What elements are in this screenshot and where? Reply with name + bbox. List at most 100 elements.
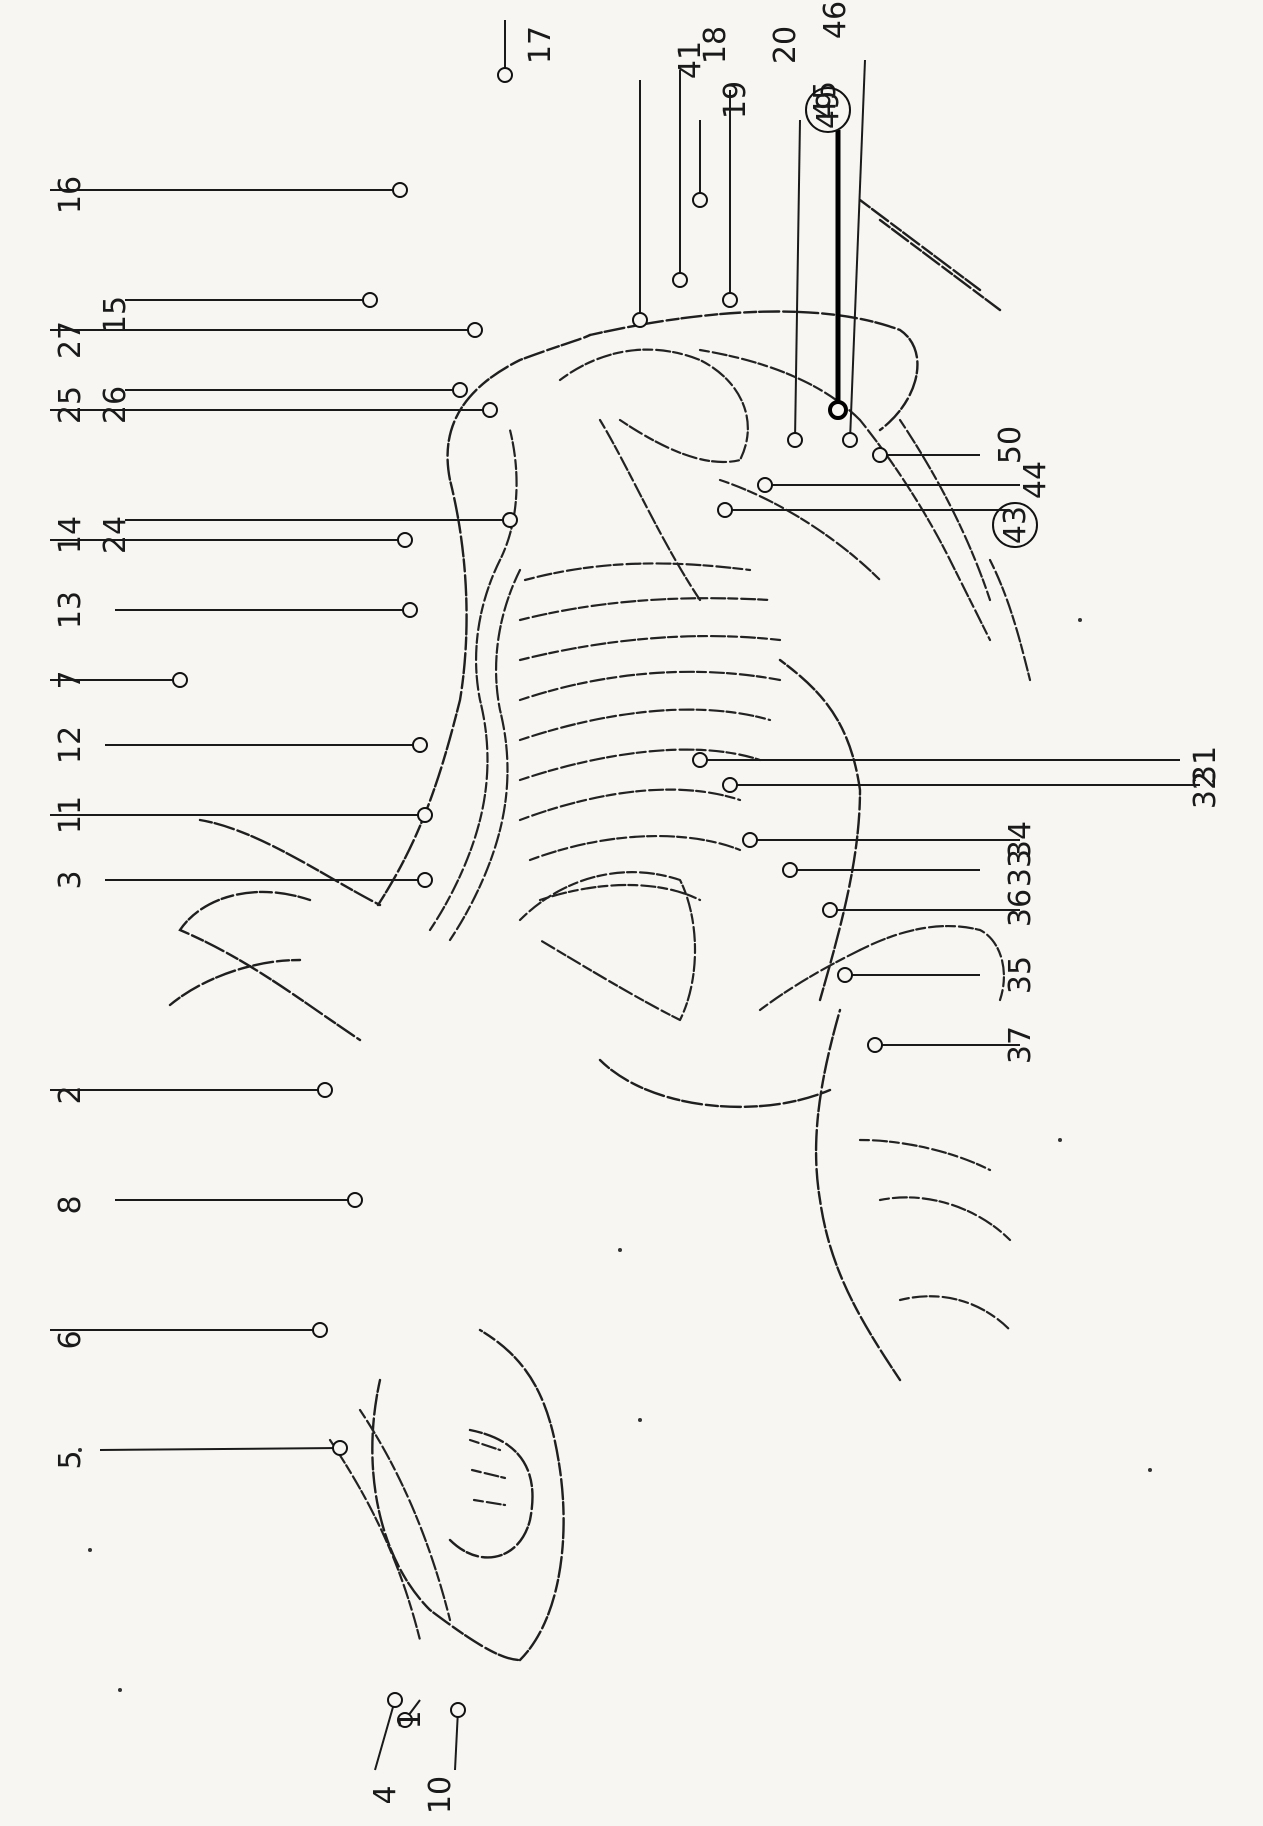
acupoint-marker-18	[673, 273, 687, 287]
acupoint-marker-32	[723, 778, 737, 792]
point-label-13: 13	[53, 591, 88, 629]
leader-line-45	[795, 120, 800, 440]
point-label-26: 26	[98, 386, 133, 424]
acupoint-marker-26	[453, 383, 467, 397]
acupoint-marker-44	[758, 478, 772, 492]
acupoint-marker-45	[788, 433, 802, 447]
acupoint-marker-46	[843, 433, 857, 447]
acupoint-marker-36	[823, 903, 837, 917]
point-label-text-37: 37	[1003, 1026, 1038, 1064]
point-label-text-27: 27	[53, 321, 88, 359]
horse-body-outline	[378, 311, 917, 1380]
point-label-1: 1	[393, 1710, 428, 1729]
point-label-text-4: 4	[368, 1785, 403, 1804]
point-label-44: 44	[1018, 461, 1053, 499]
point-label-text-46: 46	[818, 1, 853, 39]
point-label-36: 36	[1003, 889, 1038, 927]
point-label-10: 10	[423, 1776, 458, 1814]
point-label-text-35: 35	[1003, 956, 1038, 994]
acupoint-marker-17	[498, 68, 512, 82]
point-label-17: 17	[523, 26, 558, 64]
point-label-text-6: 6	[53, 1330, 88, 1349]
point-label-15: 15	[98, 296, 133, 334]
leader-line-4	[375, 1700, 395, 1770]
point-label-24: 24	[98, 516, 133, 554]
point-label-text-26: 26	[98, 386, 133, 424]
point-label-text-32: 32	[1188, 771, 1223, 809]
point-label-33: 33	[1003, 849, 1038, 887]
point-label-text-43: 43	[998, 506, 1033, 544]
point-label-20: 20	[768, 26, 803, 64]
acupoint-marker-8	[348, 1193, 362, 1207]
point-label-5: 5	[53, 1450, 88, 1469]
point-label-text-18: 18	[698, 26, 733, 64]
acupoint-marker-37	[868, 1038, 882, 1052]
acupoint-marker-35	[838, 968, 852, 982]
acupoint-marker-10	[451, 1703, 465, 1717]
point-label-46: 46	[818, 1, 853, 39]
point-label-text-10: 10	[423, 1776, 458, 1814]
acupoint-marker-34	[743, 833, 757, 847]
print-specks	[78, 618, 1152, 1692]
acupoint-marker-27	[468, 323, 482, 337]
point-label-43: 43	[993, 503, 1037, 547]
point-label-35: 35	[1003, 956, 1038, 994]
point-label-16: 16	[53, 176, 88, 214]
point-label-6: 6	[53, 1330, 88, 1349]
point-label-text-17: 17	[523, 26, 558, 64]
leader-line-10	[455, 1710, 458, 1770]
acupoint-marker-15	[363, 293, 377, 307]
acupoint-marker-16	[393, 183, 407, 197]
front-leg-bones	[760, 926, 1010, 1330]
point-label-text-49: 49	[811, 91, 846, 129]
acupoint-marker-50	[873, 448, 887, 462]
point-label-text-8: 8	[53, 1195, 88, 1214]
acupoint-marker-31	[693, 753, 707, 767]
horse-ear-outline	[170, 820, 380, 1040]
point-label-18: 18	[698, 26, 733, 64]
acupoint-marker-25	[483, 403, 497, 417]
point-label-text-19: 19	[718, 81, 753, 119]
point-label-text-50: 50	[993, 426, 1028, 464]
acupoint-marker-49	[830, 402, 846, 418]
horse-head-outline	[330, 1330, 564, 1660]
point-label-text-13: 13	[53, 591, 88, 629]
point-label-14: 14	[53, 516, 88, 554]
point-label-text-16: 16	[53, 176, 88, 214]
point-label-4: 4	[368, 1785, 403, 1804]
point-label-text-25: 25	[53, 386, 88, 424]
point-label-text-36: 36	[1003, 889, 1038, 927]
acupoint-marker-7	[173, 673, 187, 687]
tail-outline	[860, 200, 1000, 310]
point-label-12: 12	[53, 726, 88, 764]
point-label-19: 19	[718, 81, 753, 119]
point-label-3: 3	[53, 870, 88, 889]
acupoint-marker-14	[398, 533, 412, 547]
acupoint-marker-20	[723, 293, 737, 307]
leader-line-5	[100, 1448, 340, 1450]
acupoint-marker-11	[418, 808, 432, 822]
point-label-text-5: 5	[53, 1450, 88, 1469]
point-label-25: 25	[53, 386, 88, 424]
point-label-49: 49	[806, 88, 850, 132]
point-label-2: 2	[53, 1085, 88, 1104]
acupoint-marker-12	[413, 738, 427, 752]
point-label-text-11: 11	[53, 796, 88, 834]
point-label-text-20: 20	[768, 26, 803, 64]
point-label-text-12: 12	[53, 726, 88, 764]
point-label-text-33: 33	[1003, 849, 1038, 887]
point-label-27: 27	[53, 321, 88, 359]
acupoint-marker-2	[318, 1083, 332, 1097]
acupoint-marker-43	[718, 503, 732, 517]
point-label-text-24: 24	[98, 516, 133, 554]
acupoint-marker-4	[388, 1693, 402, 1707]
acupoint-marker-41	[633, 313, 647, 327]
acupoint-marker-13	[403, 603, 417, 617]
hind-leg-bones	[700, 350, 1030, 680]
acupoint-marker-5	[333, 1441, 347, 1455]
point-label-7: 7	[53, 670, 88, 689]
acupoint-marker-6	[313, 1323, 327, 1337]
